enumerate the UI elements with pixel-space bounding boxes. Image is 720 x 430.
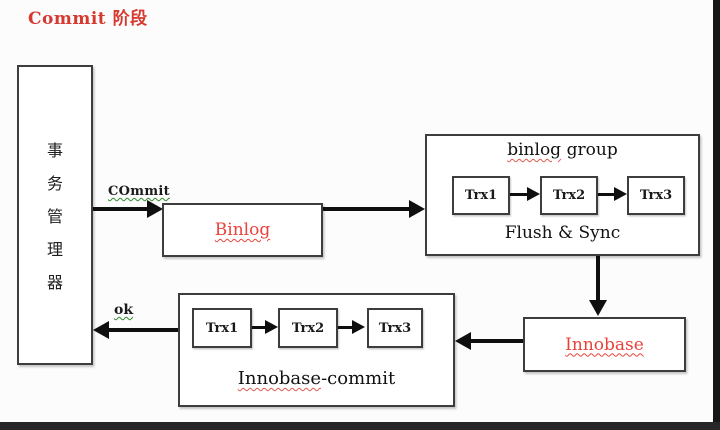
commit-trx1: Trx1 (192, 308, 252, 348)
binlog-group-trx1: Trx1 (452, 176, 510, 215)
tm-char: 理 (46, 240, 63, 259)
commit-trx2: Trx2 (278, 308, 338, 348)
commit-trx2-trx3-arrowhead-icon (352, 320, 365, 334)
innobase-commit-label-word2: -commit (321, 368, 396, 389)
innobase-commit-label: Innobase-commit (178, 368, 455, 389)
binlog-box: Binlog (162, 203, 323, 257)
binlog-group-title-word1: binlog (507, 140, 562, 160)
binlog-group-title-word2: group (566, 140, 618, 160)
innobase-to-commit-arrowhead-icon (455, 332, 471, 350)
binlog-to-group-arrowhead-icon (409, 200, 425, 218)
innobase-label: Innobase (565, 334, 644, 355)
commit-trx2-trx3-arrow-line (338, 326, 353, 329)
binlog-to-group-arrow-line (323, 207, 411, 211)
ok-arrow-line (108, 328, 178, 332)
commit-trx1-trx2-arrowhead-icon (265, 320, 278, 334)
frame-bottom-bar (0, 422, 720, 430)
commit-arrow-label: COmmit (108, 184, 170, 199)
group-trx2-trx3-arrowhead-icon (614, 187, 627, 201)
tm-char: 器 (46, 273, 63, 292)
ok-arrow-label: ok (114, 302, 134, 318)
tm-char: 事 (46, 141, 63, 160)
transaction-manager-label: 事 务 管 理 器 (19, 67, 91, 363)
innobase-commit-label-word1: Innobase (237, 368, 322, 389)
binlog-label: Binlog (214, 220, 271, 240)
commit-arrowhead-icon (147, 200, 163, 218)
commit-arrow-line (93, 207, 149, 211)
tm-char: 管 (46, 207, 63, 226)
binlog-group-trx2: Trx2 (540, 176, 598, 215)
commit-trx1-trx2-arrow-line (252, 326, 266, 329)
innobase-to-commit-arrow-line (470, 339, 523, 343)
binlog-group-trx3: Trx3 (627, 176, 685, 215)
frame-right-bar (713, 0, 720, 430)
group-to-innobase-arrow-line (596, 256, 600, 302)
group-to-innobase-arrowhead-icon (589, 300, 607, 316)
group-trx1-trx2-arrow-line (510, 193, 528, 196)
commit-trx3: Trx3 (367, 308, 423, 348)
tm-char: 务 (46, 174, 63, 193)
group-trx2-trx3-arrow-line (598, 193, 615, 196)
flush-sync-label: Flush & Sync (504, 223, 621, 243)
group-trx1-trx2-arrowhead-icon (527, 187, 540, 201)
ok-arrowhead-icon (93, 321, 109, 339)
transaction-manager-box: 事 务 管 理 器 (17, 65, 93, 365)
innobase-box: Innobase (523, 317, 686, 372)
page-title: Commit 阶段 (28, 9, 148, 29)
